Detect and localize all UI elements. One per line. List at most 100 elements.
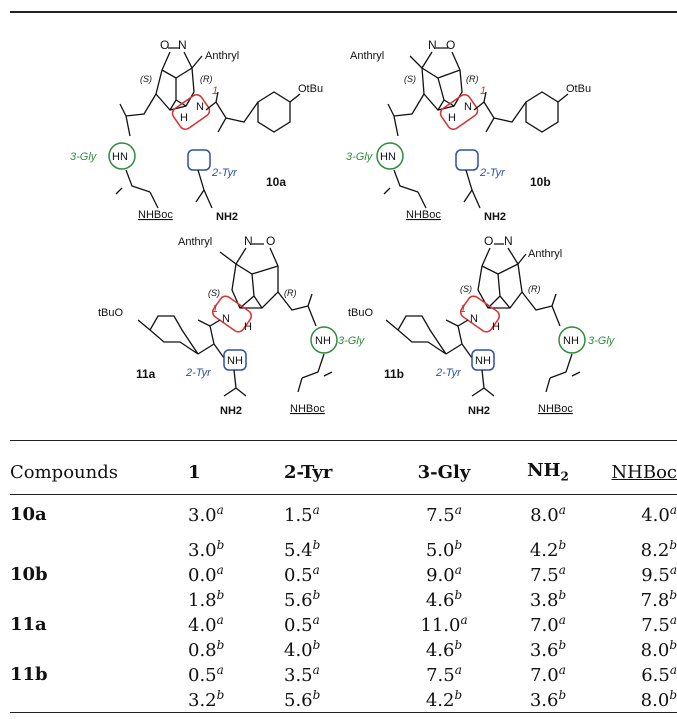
- anthryl-label: Anthryl: [528, 248, 562, 260]
- top-rule: [10, 11, 677, 13]
- site-1-highlight: [459, 295, 501, 333]
- footnote-mark: a: [454, 563, 462, 577]
- tyr-label: 2-Tyr: [479, 167, 506, 179]
- value-cell: 7.5a: [388, 492, 500, 537]
- value-cell: 3.6b: [500, 637, 596, 662]
- ester-link: [521, 291, 561, 327]
- amide-chain: [205, 91, 259, 133]
- amide-chain: [445, 319, 473, 359]
- value-cell: 7.8b: [596, 587, 677, 612]
- site-1-label: 1: [212, 303, 218, 315]
- value-text: 0.5: [284, 615, 313, 636]
- value-cell: 0.0a: [188, 562, 284, 587]
- value-cell: 4.0a: [188, 612, 284, 637]
- value-cell: 4.0b: [284, 637, 388, 662]
- stereo-s-label: (S): [208, 288, 220, 298]
- compound-cell: [10, 587, 188, 612]
- value-cell: 7.5a: [596, 612, 677, 637]
- boc-chain: [297, 353, 333, 393]
- value-cell: 1.8b: [188, 587, 284, 612]
- footnote-mark: a: [558, 663, 566, 677]
- footnote-mark: b: [312, 688, 321, 702]
- tyr-highlight: [471, 349, 495, 371]
- value-text: 3.2: [188, 690, 217, 711]
- h-label: H: [244, 321, 252, 333]
- footnote-mark: b: [669, 638, 677, 652]
- compound-cell: 10a: [10, 504, 47, 525]
- value-text: 4.0: [284, 640, 313, 661]
- value-text: 9.5: [641, 565, 670, 586]
- value-cell: 4.2b: [500, 537, 596, 562]
- gly-highlight: [310, 326, 338, 354]
- value-text: 8.0: [640, 690, 670, 711]
- value-text: 0.5: [284, 565, 313, 586]
- value-cell: 11.0a: [388, 612, 500, 637]
- anthryl-label: Anthryl: [350, 50, 384, 62]
- ring-n-label: N: [504, 234, 513, 248]
- footnote-mark: a: [216, 503, 224, 517]
- hn-label: HN: [380, 151, 396, 163]
- stereo-r-label: (R): [284, 288, 297, 298]
- value-text: 7.0: [530, 665, 559, 686]
- compound-id: 10a: [266, 175, 286, 189]
- value-text: 7.5: [641, 615, 670, 636]
- value-cell: 4.0a: [596, 492, 677, 537]
- structures-figure: O N Anthryl (S) (R) 1 H N 3-Gly HN 2-Tyr…: [70, 38, 616, 417]
- structure-11a: Anthryl N O (S) (R) 1 N H tBuO NH 2-Tyr …: [98, 234, 366, 417]
- table-bottom-rule: [10, 712, 677, 713]
- nhboc-label: NHBoc: [290, 403, 325, 415]
- nh-gly-label: NH: [563, 335, 579, 347]
- footnote-mark: a: [216, 663, 224, 677]
- structure-10a: O N Anthryl (S) (R) 1 H N 3-Gly HN 2-Tyr…: [70, 38, 323, 223]
- isoxazoline-ring: [481, 243, 527, 275]
- value-text: 7.5: [530, 565, 559, 586]
- compound-id: 11a: [136, 367, 156, 381]
- value-text: 4.2: [425, 690, 455, 711]
- value-cell: 8.0b: [596, 637, 677, 662]
- footnote-mark: a: [312, 613, 320, 627]
- header-3-gly: 3-Gly: [417, 461, 471, 483]
- site-1-highlight: [171, 94, 211, 130]
- nh-label: NH: [475, 355, 491, 367]
- bicyclic-core: [421, 67, 463, 111]
- footnote-mark: a: [312, 503, 320, 517]
- header-1: 1: [188, 461, 201, 483]
- value-text: 4.0: [641, 505, 670, 526]
- value-cell: 5.6b: [284, 687, 388, 712]
- value-text: 5.4: [284, 540, 313, 561]
- value-text: 5.0: [425, 540, 455, 561]
- h-label: H: [492, 321, 500, 333]
- bicyclic-core: [231, 263, 279, 309]
- stereo-r-label: (R): [528, 284, 541, 294]
- footnote-mark: b: [312, 638, 321, 652]
- value-cell: 4.6b: [388, 587, 500, 612]
- compound-cell: 11b: [10, 664, 48, 685]
- footnote-mark: a: [669, 563, 677, 577]
- bicyclic-core: [477, 263, 523, 309]
- tyr-ring: [137, 315, 199, 355]
- value-text: 4.0: [188, 615, 217, 636]
- n-amide-label: N: [464, 101, 472, 113]
- site-1-label: 1: [212, 85, 218, 97]
- compound-cell: [10, 687, 188, 712]
- value-cell: 0.8b: [188, 637, 284, 662]
- nh2-label: NH2: [216, 211, 238, 223]
- ester-link: [387, 93, 425, 137]
- tyr-highlight: [187, 149, 211, 171]
- ring-n-label: N: [244, 234, 253, 248]
- footnote-mark: a: [558, 613, 566, 627]
- footnote-mark: a: [312, 663, 320, 677]
- footnote-mark: b: [216, 688, 225, 702]
- ring-n-label: N: [178, 38, 187, 52]
- nhboc-label: NHBoc: [538, 403, 573, 415]
- nhboc-label: NHBoc: [406, 209, 441, 221]
- value-cell: 5.0b: [388, 537, 500, 562]
- stereo-r-label: (R): [466, 74, 479, 84]
- site-1-highlight: [211, 295, 253, 333]
- n-amide-label: N: [222, 313, 230, 325]
